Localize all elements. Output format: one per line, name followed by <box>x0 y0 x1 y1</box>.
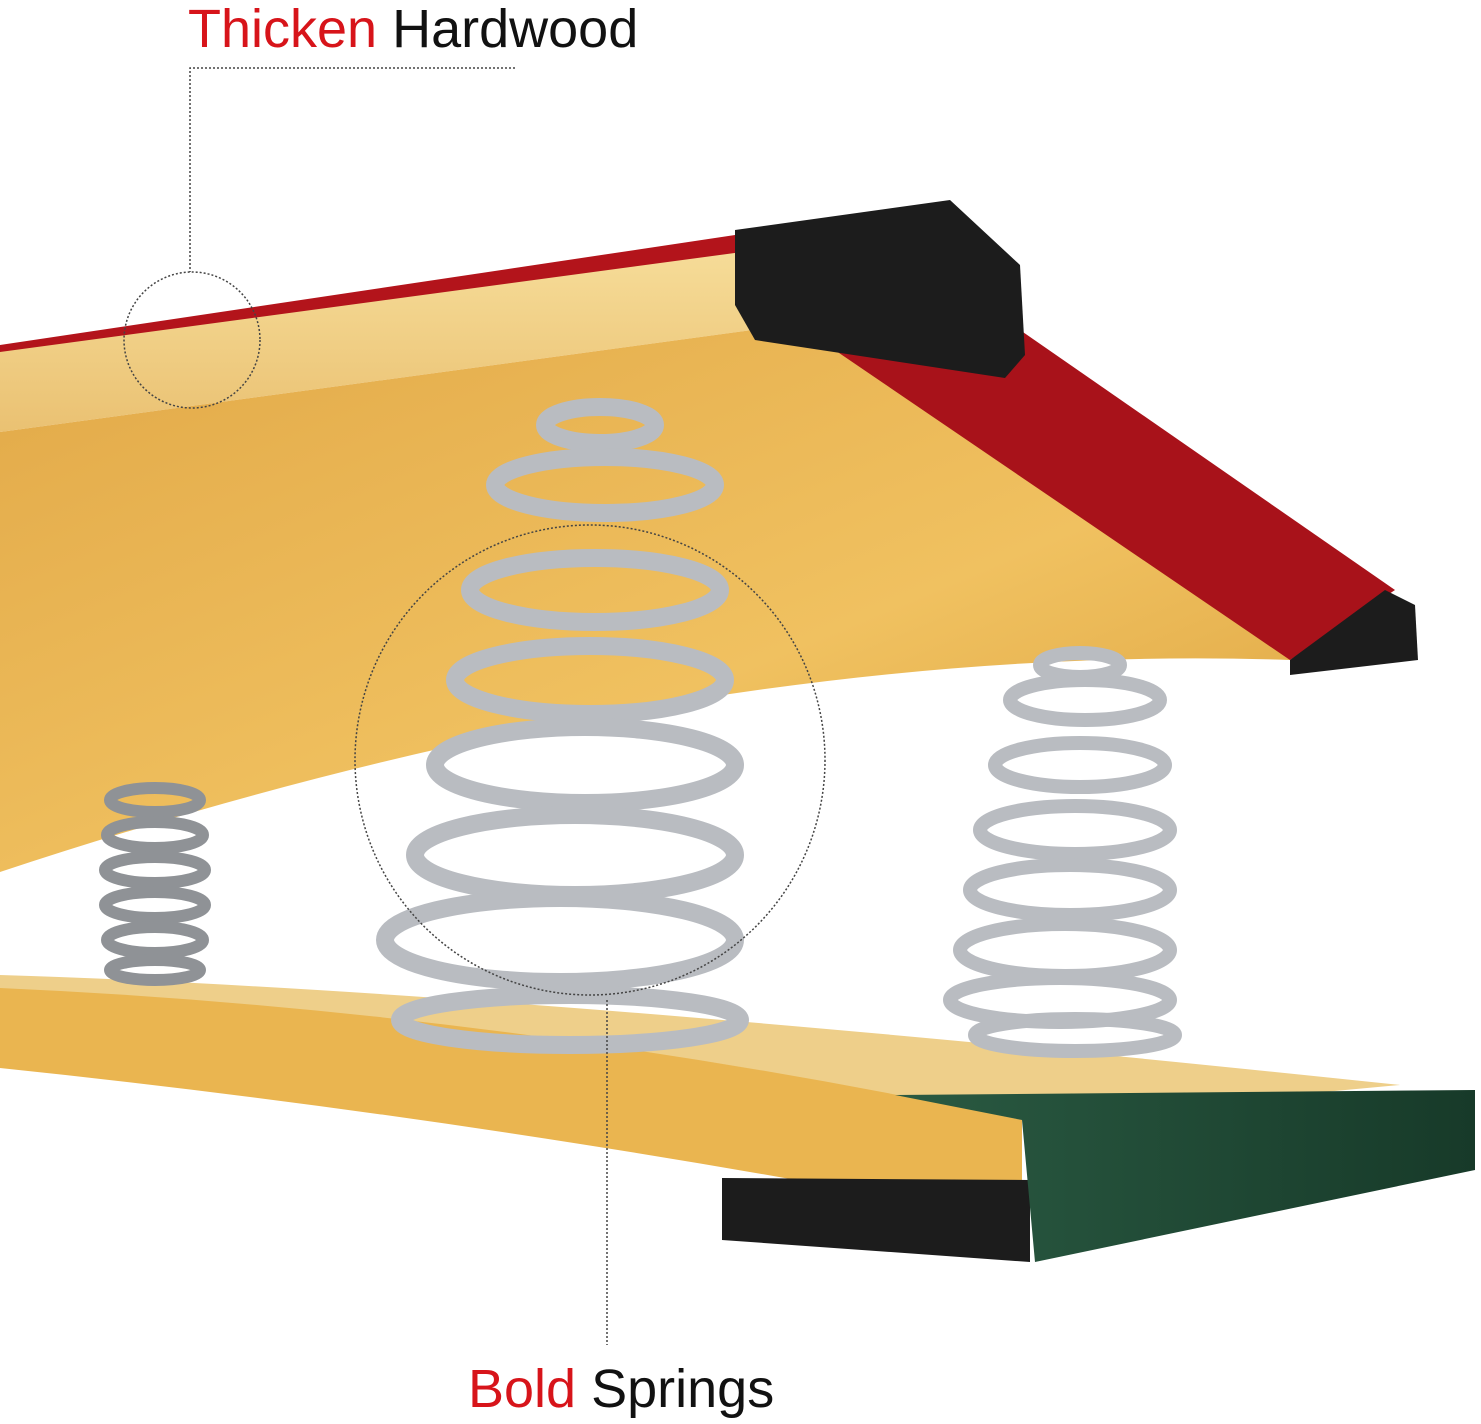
callout-text: Hardwood <box>392 0 639 59</box>
right-spring <box>943 646 1182 1058</box>
top-board <box>0 200 1418 872</box>
callout-thicken-hardwood: Thicken Hardwood <box>188 2 638 56</box>
bottom-board <box>0 975 1475 1262</box>
left-spring <box>99 782 211 986</box>
top-felt <box>0 235 740 355</box>
rubber-foot <box>722 1178 1030 1262</box>
hardwood-leader-line <box>189 67 515 272</box>
top-board-underside <box>0 330 1290 872</box>
top-board-edge <box>0 252 752 432</box>
center-spring <box>376 398 749 1054</box>
corner-cap <box>735 200 1025 378</box>
callout-bold-springs: Bold Springs <box>468 1362 774 1416</box>
hardwood-callout-circle <box>123 271 261 409</box>
springs <box>99 398 1182 1058</box>
callout-highlight: Thicken <box>188 0 378 59</box>
callout-text: Springs <box>591 1359 775 1419</box>
metal-bracket <box>895 1090 1475 1262</box>
callout-highlight: Bold <box>468 1359 577 1419</box>
springs-callout-circle <box>354 524 826 996</box>
corner-cap-small <box>1290 590 1418 675</box>
callout-lines <box>123 67 826 1345</box>
bottom-board-edge <box>0 988 1022 1222</box>
side-felt <box>820 330 1395 660</box>
